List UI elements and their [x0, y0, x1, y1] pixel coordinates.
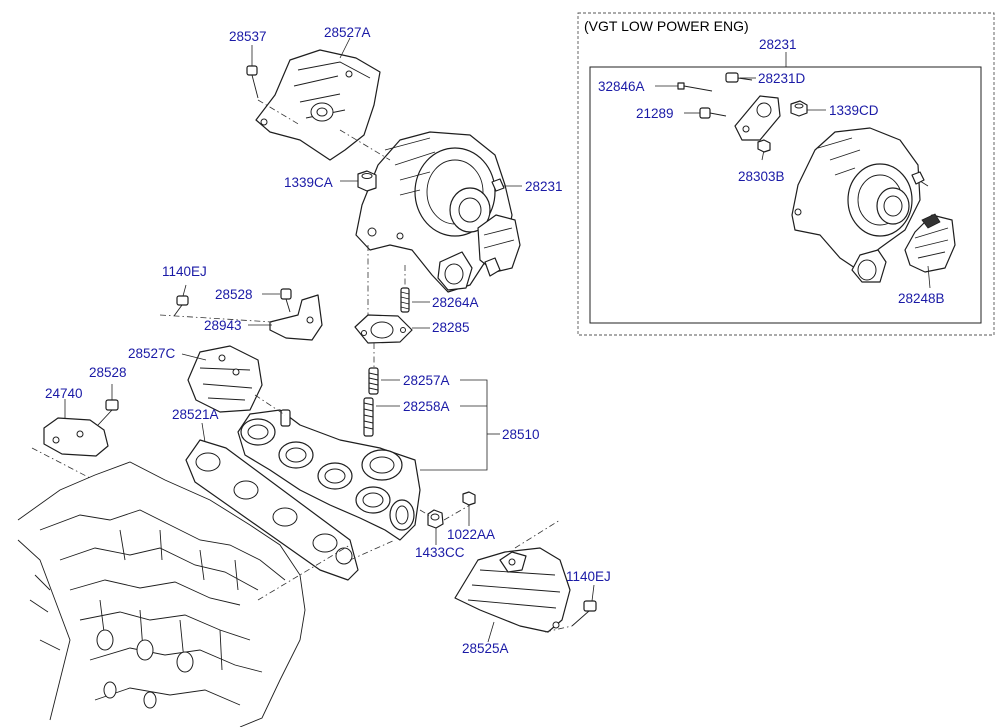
- label-28248b: 28248B: [898, 291, 945, 306]
- bolt-21289-icon: [684, 107, 727, 119]
- bolt-28528-top-icon: [262, 288, 292, 313]
- label-1339ca: 1339CA: [284, 175, 333, 190]
- label-28527a: 28527A: [324, 25, 371, 40]
- option-box-inner-frame: [589, 66, 982, 324]
- nut-28303b-icon: [757, 139, 771, 161]
- bolt-32846a-icon: [655, 82, 713, 92]
- option-box-outer-dashed: [577, 12, 995, 336]
- label-28528-left: 28528: [89, 365, 127, 380]
- label-1140ej-bottom: 1140EJ: [566, 569, 611, 584]
- heat-shield-28525a: [454, 547, 571, 633]
- bracket-28943: [248, 294, 323, 341]
- exhaust-manifold-28510: [237, 409, 421, 541]
- nut-1433cc-icon: [427, 509, 444, 545]
- label-28303b: 28303B: [738, 169, 785, 184]
- bolt-28537-icon: [246, 45, 259, 99]
- bolt-28231d-icon: [725, 72, 756, 83]
- label-1339cd: 1339CD: [829, 103, 879, 118]
- label-28537: 28537: [229, 29, 267, 44]
- label-1140ej-top: 1140EJ: [162, 264, 207, 279]
- nut-1022aa-icon: [462, 491, 476, 526]
- label-24740: 24740: [45, 386, 83, 401]
- label-28525a: 28525A: [462, 641, 509, 656]
- label-28285: 28285: [432, 320, 470, 335]
- label-28528-top: 28528: [215, 287, 253, 302]
- label-28258a: 28258A: [403, 399, 450, 414]
- engine-block-outline: [17, 461, 351, 727]
- bracket-24740: [43, 417, 109, 457]
- label-28943: 28943: [204, 318, 242, 333]
- bolt-1140ej-bottom-icon: [571, 584, 597, 627]
- bolt-28528-left-icon: [97, 384, 119, 426]
- heat-shield-28527c: [187, 345, 263, 413]
- label-28231-option: 28231: [759, 37, 797, 52]
- label-28231d: 28231D: [758, 71, 806, 86]
- nut-1339cd-icon: [790, 100, 826, 117]
- option-bracket-plate: [734, 95, 781, 141]
- stud-28257a-icon: [368, 367, 400, 395]
- label-28257a: 28257A: [403, 373, 450, 388]
- label-28264a: 28264A: [432, 295, 479, 310]
- label-32846a: 32846A: [598, 79, 645, 94]
- stud-28264a-icon: [400, 287, 430, 313]
- label-28527c: 28527C: [128, 346, 176, 361]
- label-21289: 21289: [636, 106, 674, 121]
- bolt-1140ej-top-icon: [173, 284, 189, 317]
- stud-28258a-icon: [363, 397, 400, 437]
- label-28521a: 28521A: [172, 407, 219, 422]
- label-28231-main: 28231: [525, 179, 563, 194]
- option-turbocharger: [791, 127, 956, 283]
- gasket-28285: [354, 314, 430, 344]
- gasket-28521a: [185, 439, 359, 581]
- nut-1339ca-icon: [340, 170, 377, 192]
- main-actuator: [477, 214, 521, 273]
- option-box-title: (VGT LOW POWER ENG): [584, 18, 749, 34]
- label-1022aa: 1022AA: [447, 527, 496, 542]
- label-28510: 28510: [502, 427, 540, 442]
- label-1433cc: 1433CC: [415, 545, 465, 560]
